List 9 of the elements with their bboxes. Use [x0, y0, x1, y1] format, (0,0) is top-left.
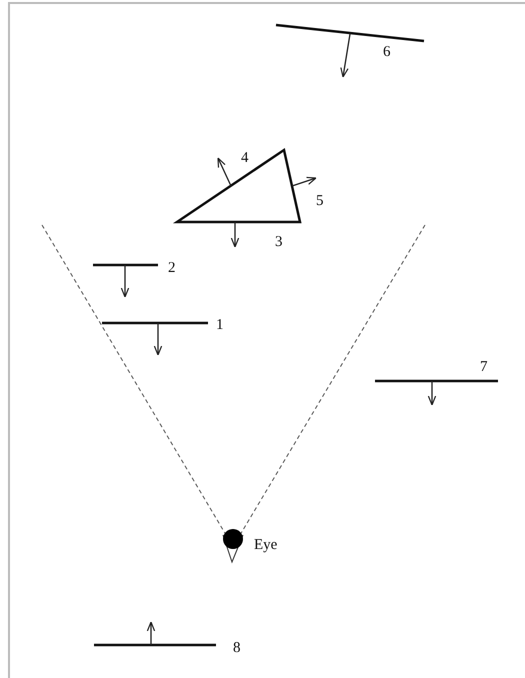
segment-number: 5: [316, 193, 324, 209]
segment-number: 4: [241, 150, 248, 166]
segment-number: 1: [216, 317, 224, 333]
segment-number: 6: [383, 44, 390, 60]
eye-label: Eye: [254, 537, 278, 553]
segment-number: 7: [480, 359, 488, 375]
segment-number: 3: [275, 234, 282, 250]
segment-number: 2: [168, 260, 176, 276]
segment-number: 8: [233, 640, 240, 656]
